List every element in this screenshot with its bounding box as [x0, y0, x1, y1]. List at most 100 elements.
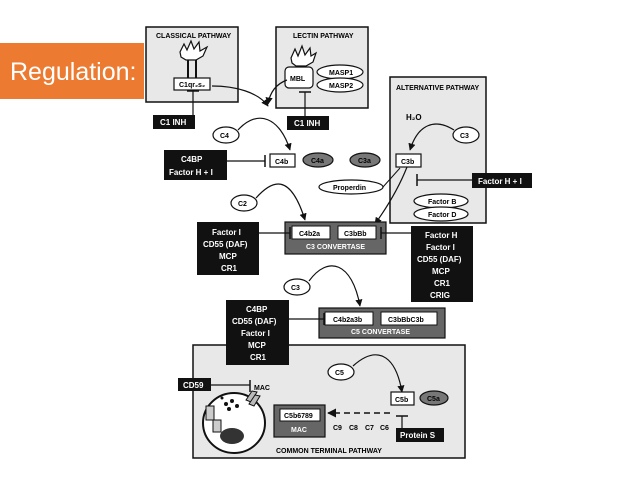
factor-d-label: Factor D: [428, 212, 456, 219]
c9-label: C9: [333, 425, 342, 432]
protein-s-box: [396, 428, 444, 442]
c6-label: C6: [380, 425, 389, 432]
c3-mid-node: [283, 278, 311, 296]
arrow-c4-to-c4b: [237, 117, 292, 151]
mbl-node: [284, 66, 314, 89]
mac-label: MAC: [254, 385, 270, 392]
cell-icon: [202, 392, 266, 454]
masp2-label: MASP2: [329, 83, 353, 90]
c1inh-classical-box: [153, 115, 195, 129]
c8-label: C8: [349, 425, 358, 432]
c3bbbc3b-node: [380, 311, 438, 326]
c3conv-right-reg-2: CD55 (DAF): [417, 255, 462, 264]
c3-mid-label: C3: [291, 285, 300, 292]
c2-label: C2: [238, 201, 247, 208]
factor-hi-alt-label: Factor H + I: [478, 177, 522, 186]
c3bbb-label: C3bBb: [344, 231, 367, 238]
c4bp-label: C4BP: [181, 155, 203, 164]
c3conv-right-reg-1: Factor I: [426, 243, 455, 252]
c5b6789-label: C5b6789: [284, 413, 313, 420]
arrow-c3-to-c3b: [408, 123, 455, 151]
c4bp-factorhi-box: [164, 150, 227, 180]
c5b-node: [390, 391, 415, 406]
c5-convertase-label: C5 CONVERTASE: [351, 329, 410, 336]
c5conv-reg-box: [226, 300, 289, 365]
slide-title: Regulation:: [10, 58, 136, 86]
classical-pathway-title: CLASSICAL PATHWAY: [156, 33, 232, 40]
c5conv-reg-3: MCP: [248, 341, 266, 350]
c5a-label: C5a: [427, 396, 440, 403]
c1inh-classical-label: C1 INH: [160, 118, 186, 127]
masp1-label: MASP1: [329, 70, 353, 77]
c3conv-right-reg-4: CR1: [434, 279, 451, 288]
title-banner: [0, 43, 144, 99]
arrow-c3-to-c5conv: [308, 265, 363, 307]
c4-node: [212, 126, 240, 144]
c3-alt-label: C3: [460, 133, 469, 140]
c3conv-right-reg-5: CRIG: [430, 291, 450, 300]
c3conv-left-reg-1: CD55 (DAF): [203, 240, 248, 249]
c4b2a3b-label: C4b2a3b: [333, 317, 362, 324]
c4a-label: C4a: [311, 158, 324, 165]
c4b2a-label: C4b2a: [299, 231, 320, 238]
c5b6789-node: [279, 408, 321, 422]
c5conv-reg-1: CD55 (DAF): [232, 317, 277, 326]
c1q-complex-icon: [179, 39, 209, 61]
c3conv-left-reg-2: MCP: [219, 252, 237, 261]
c3b-label: C3b: [401, 159, 414, 166]
arrow-c3b-to-c3bbb: [374, 166, 408, 225]
cd59-label: CD59: [183, 381, 204, 390]
c3conv-left-reg-3: CR1: [221, 264, 238, 273]
factor-b-label: Factor B: [428, 199, 456, 206]
c3-alt-node: [452, 126, 480, 144]
factor-hi-alt-box: [472, 173, 532, 188]
arrow-classical-to-c4b: [211, 85, 269, 107]
masp2-node: [316, 77, 364, 93]
c5-label: C5: [335, 370, 344, 377]
c5-node: [327, 363, 355, 381]
c1inh-lectin-label: C1 INH: [294, 119, 320, 128]
arrow-c2-to-c4b2a: [255, 183, 307, 221]
c3conv-right-reg-0: Factor H: [425, 231, 458, 240]
arrow-c5-to-c5b: [352, 354, 405, 393]
c3conv-right-reg-box: [411, 226, 473, 302]
c3a-node: [349, 152, 381, 168]
mbl-label: MBL: [290, 76, 306, 83]
properdin-link: [382, 167, 401, 188]
mac-box-label: MAC: [291, 427, 307, 434]
nucleus-icon: [220, 428, 244, 444]
c4b-label: C4b: [275, 159, 288, 166]
c3bbb-node: [337, 225, 377, 240]
c5conv-reg-0: C4BP: [246, 305, 268, 314]
protein-s-label: Protein S: [400, 431, 436, 440]
c4b2a-node: [291, 225, 331, 240]
c7-label: C7: [365, 425, 374, 432]
c1inh-lectin-box: [287, 116, 329, 130]
c3conv-left-reg-box: [197, 222, 259, 275]
c3a-label: C3a: [358, 158, 371, 165]
alternative-pathway-title: ALTERNATIVE PATHWAY: [396, 85, 480, 92]
h2o-label: H₂O: [406, 113, 422, 122]
c4b2a3b-node: [324, 311, 374, 326]
properdin-label: Properdin: [333, 185, 366, 192]
c5b-label: C5b: [395, 397, 408, 404]
c3-convertase-label: C3 CONVERTASE: [306, 244, 365, 251]
cd59-box: [178, 378, 211, 391]
terminal-pathway-title: COMMON TERMINAL PATHWAY: [276, 448, 382, 455]
c4b-node: [269, 153, 296, 168]
c3b-node: [395, 153, 422, 168]
c5conv-reg-2: Factor I: [241, 329, 270, 338]
c4a-node: [302, 152, 334, 168]
factor-hi-label: Factor H + I: [169, 168, 213, 177]
pore-icon: [245, 390, 258, 403]
arrow-lectin-to-c4b: [265, 79, 288, 105]
c3conv-left-reg-0: Factor I: [212, 228, 241, 237]
c3conv-right-reg-3: MCP: [432, 267, 450, 276]
c4-label: C4: [220, 133, 229, 140]
c5conv-reg-4: CR1: [250, 353, 267, 362]
c3bbbc3b-label: C3bBbC3b: [388, 317, 424, 324]
c5a-node: [419, 390, 449, 406]
c1q-node: [173, 77, 211, 91]
